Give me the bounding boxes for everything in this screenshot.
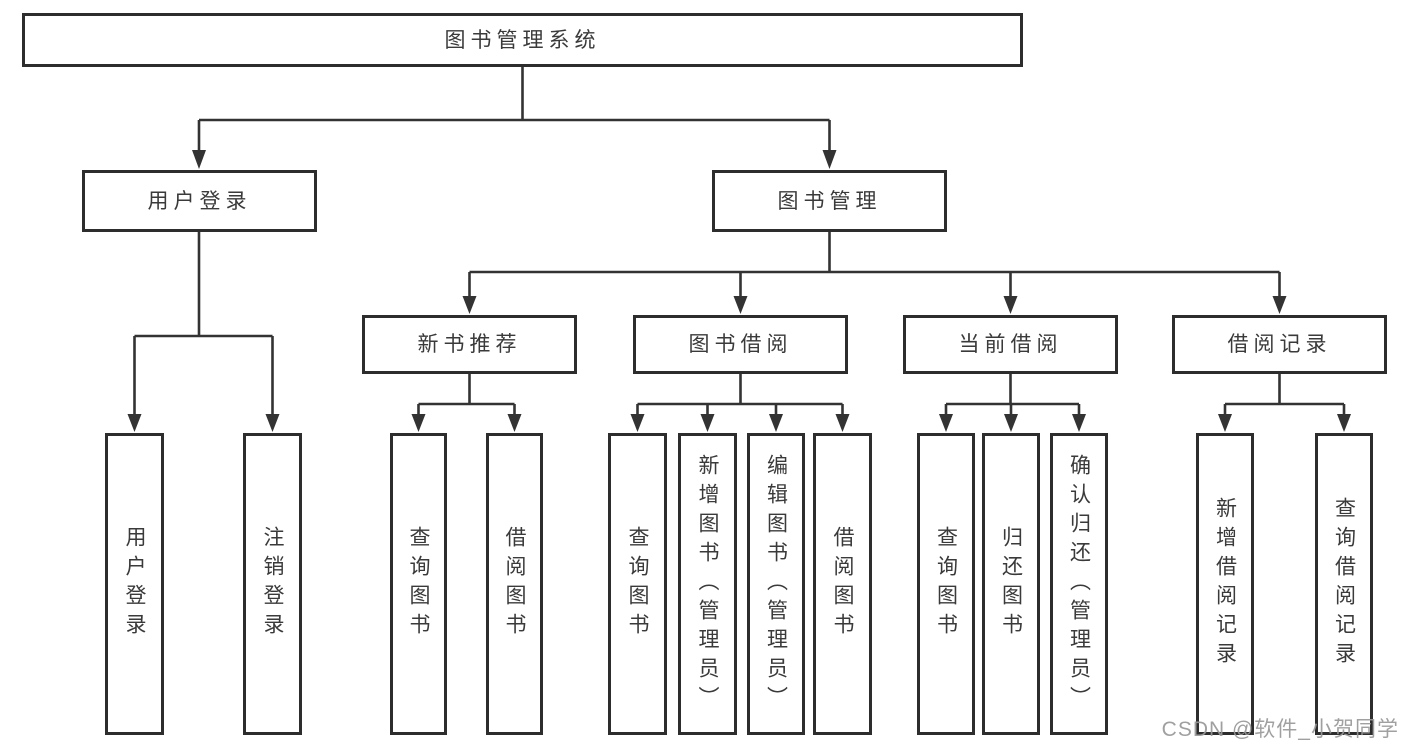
- leaf-confirm-return-admin: 确认归还（管理员）: [1050, 433, 1108, 735]
- leaf-user-login: 用户登录: [105, 433, 164, 735]
- leaf-recommend-borrow-books-label: 借阅图书: [503, 526, 527, 642]
- node-book-borrow: 图书借阅: [633, 315, 848, 374]
- node-user-login: 用户登录: [82, 170, 317, 232]
- leaf-return-books-label: 归还图书: [999, 526, 1023, 642]
- leaf-query-borrow-record-label: 查询借阅记录: [1332, 497, 1356, 671]
- leaf-query-borrow-record: 查询借阅记录: [1315, 433, 1373, 735]
- node-book-management: 图书管理: [712, 170, 947, 232]
- leaf-borrow-books-label: 借阅图书: [831, 526, 855, 642]
- node-current-borrow-label: 当前借阅: [958, 333, 1063, 356]
- leaf-current-query-books: 查询图书: [917, 433, 975, 735]
- node-current-borrow: 当前借阅: [903, 315, 1118, 374]
- leaf-user-login-label: 用户登录: [123, 526, 147, 642]
- leaf-recommend-query-books-label: 查询图书: [407, 526, 431, 642]
- node-user-login-label: 用户登录: [147, 189, 252, 213]
- node-new-book-recommend-label: 新书推荐: [417, 333, 522, 356]
- node-root: 图书管理系统: [22, 13, 1023, 67]
- node-book-borrow-label: 图书借阅: [688, 333, 793, 356]
- leaf-edit-books-admin: 编辑图书（管理员）: [747, 433, 805, 735]
- leaf-recommend-query-books: 查询图书: [390, 433, 447, 735]
- node-new-book-recommend: 新书推荐: [362, 315, 577, 374]
- node-book-management-label: 图书管理: [777, 189, 882, 213]
- node-root-label: 图书管理系统: [444, 28, 601, 52]
- leaf-add-borrow-record: 新增借阅记录: [1196, 433, 1254, 735]
- leaf-logout-login-label: 注销登录: [261, 526, 285, 642]
- node-borrow-record-label: 借阅记录: [1227, 333, 1332, 356]
- leaf-add-books-admin: 新增图书（管理员）: [678, 433, 737, 735]
- node-borrow-record: 借阅记录: [1172, 315, 1387, 374]
- leaf-return-books: 归还图书: [982, 433, 1040, 735]
- leaf-borrow-query-books-label: 查询图书: [626, 526, 650, 642]
- leaf-current-query-books-label: 查询图书: [934, 526, 958, 642]
- leaf-add-borrow-record-label: 新增借阅记录: [1213, 497, 1237, 671]
- leaf-logout-login: 注销登录: [243, 433, 302, 735]
- csdn-watermark: CSDN @软件_小贺同学: [1161, 718, 1399, 741]
- leaf-borrow-query-books: 查询图书: [608, 433, 667, 735]
- leaf-borrow-books: 借阅图书: [813, 433, 872, 735]
- leaf-add-books-admin-label: 新增图书（管理员）: [696, 453, 720, 715]
- leaf-edit-books-admin-label: 编辑图书（管理员）: [764, 453, 788, 715]
- leaf-confirm-return-admin-label: 确认归还（管理员）: [1067, 453, 1091, 715]
- leaf-recommend-borrow-books: 借阅图书: [486, 433, 543, 735]
